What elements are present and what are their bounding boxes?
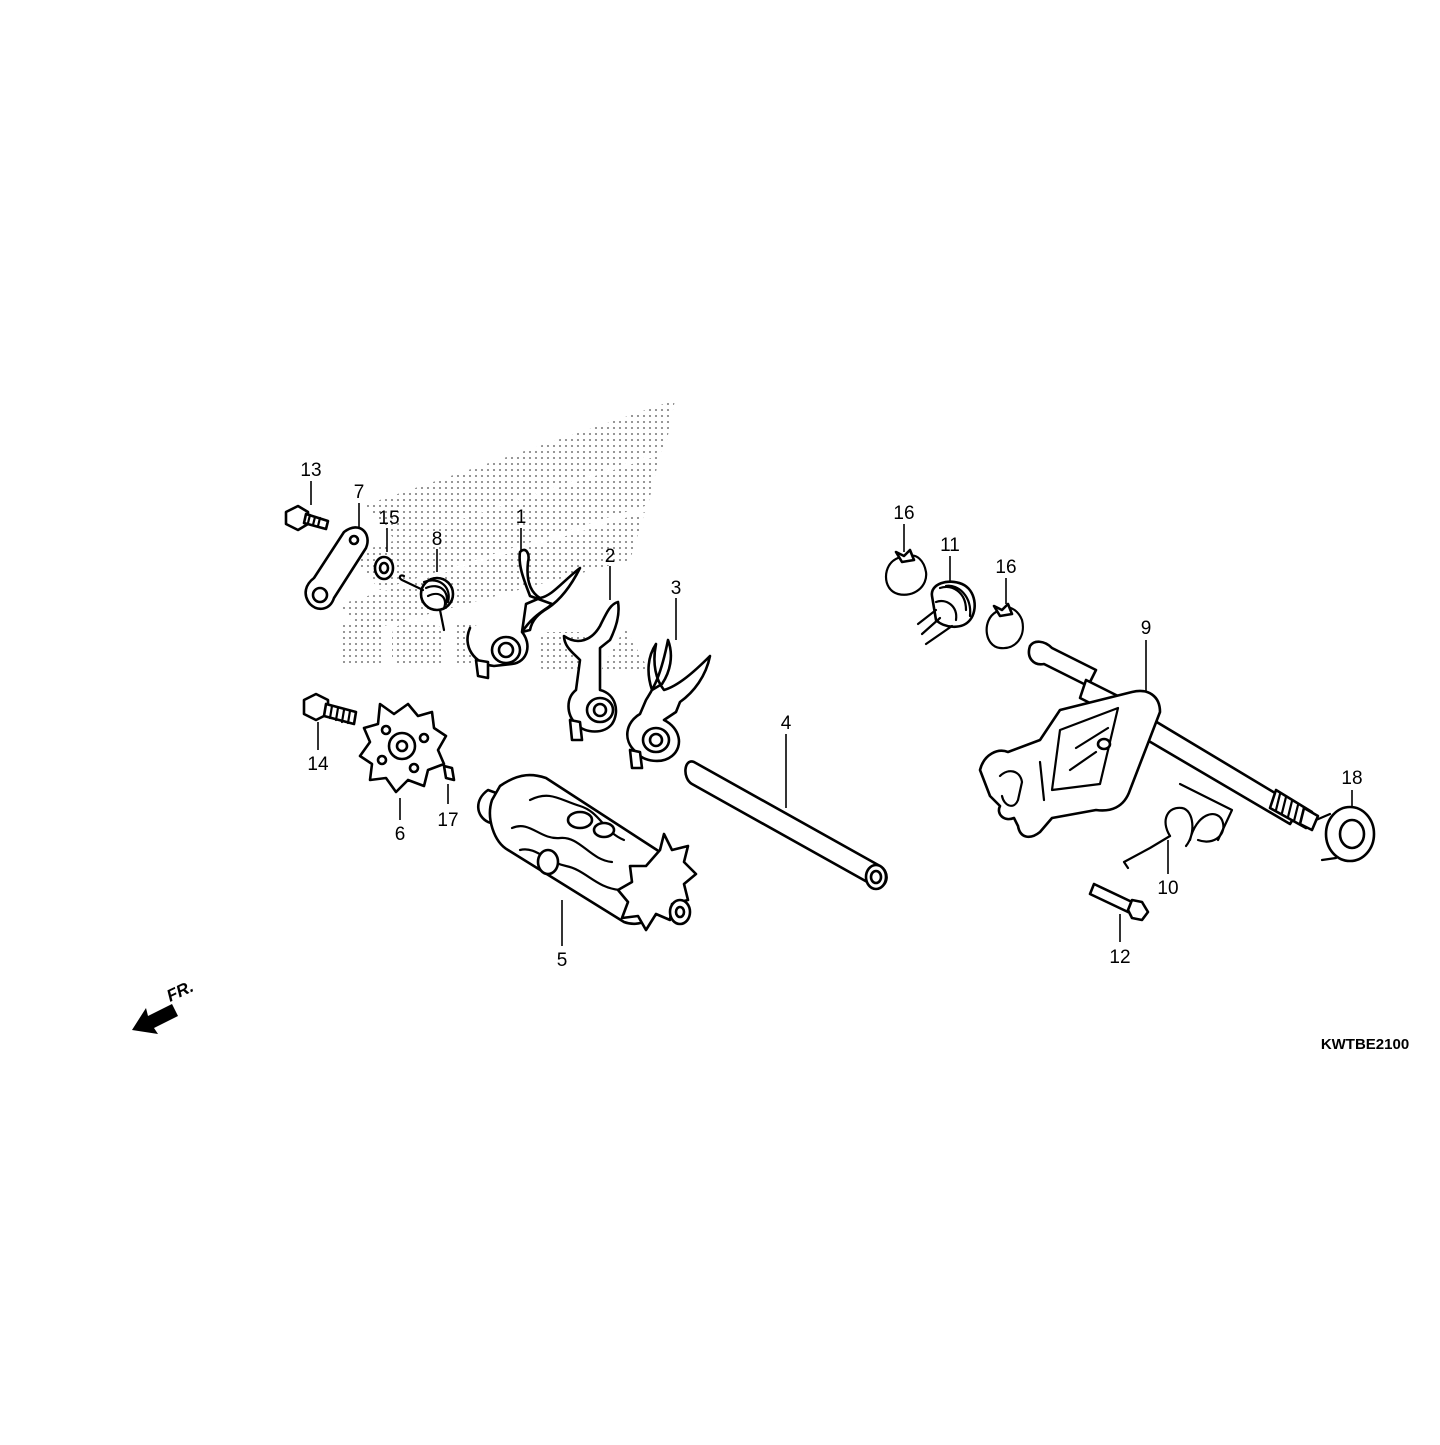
part-13-bolt[interactable] bbox=[284, 481, 330, 532]
label-5: 5 bbox=[557, 950, 568, 971]
part-6-star-plate[interactable] bbox=[358, 702, 448, 820]
part-17-pin[interactable] bbox=[442, 764, 456, 804]
front-label: FR. bbox=[164, 977, 197, 1006]
part-16-circlip-upper[interactable] bbox=[884, 524, 928, 596]
label-9: 9 bbox=[1141, 618, 1152, 639]
part-14-bolt[interactable] bbox=[302, 692, 358, 750]
diagram-code: KWTBE2100 bbox=[1321, 1036, 1409, 1053]
label-6: 6 bbox=[395, 824, 406, 845]
front-arrow-icon: FR. bbox=[132, 977, 197, 1034]
label-11: 11 bbox=[940, 535, 960, 556]
part-16-circlip-lower[interactable] bbox=[985, 578, 1024, 650]
part-3-shift-fork[interactable] bbox=[626, 598, 712, 770]
part-5-shift-drum[interactable] bbox=[476, 773, 698, 946]
label-12: 12 bbox=[1109, 947, 1130, 968]
part-12-bolt[interactable] bbox=[1088, 882, 1150, 942]
label-7: 7 bbox=[354, 482, 365, 503]
part-10-spring[interactable] bbox=[1122, 782, 1234, 874]
part-15-collar[interactable] bbox=[373, 528, 395, 581]
label-3: 3 bbox=[671, 578, 682, 599]
part-11-spring[interactable] bbox=[916, 556, 976, 646]
part-4-fork-shaft[interactable] bbox=[684, 734, 888, 891]
label-13: 13 bbox=[300, 460, 321, 481]
label-16-upper: 16 bbox=[893, 503, 914, 524]
label-2: 2 bbox=[605, 546, 616, 567]
label-14: 14 bbox=[307, 754, 329, 775]
label-17: 17 bbox=[437, 810, 458, 831]
label-18: 18 bbox=[1341, 768, 1362, 789]
label-4: 4 bbox=[781, 713, 792, 734]
label-1: 1 bbox=[516, 507, 527, 528]
label-16-lower: 16 bbox=[995, 557, 1016, 578]
label-8: 8 bbox=[432, 529, 443, 550]
part-1-shift-fork[interactable] bbox=[466, 528, 582, 680]
part-2-shift-fork[interactable] bbox=[562, 566, 620, 742]
part-labels: 13 7 15 8 1 2 3 4 14 6 17 5 16 11 16 9 1… bbox=[300, 460, 1362, 971]
part-7-stopper-arm[interactable] bbox=[304, 503, 369, 611]
part-18-oil-seal[interactable] bbox=[1314, 790, 1376, 863]
part-9-gearshift-spindle[interactable] bbox=[978, 640, 1320, 839]
honda-wing-logo-watermark bbox=[338, 400, 675, 672]
part-8-spring[interactable] bbox=[398, 549, 455, 632]
label-10: 10 bbox=[1157, 878, 1178, 899]
label-15: 15 bbox=[378, 508, 399, 529]
